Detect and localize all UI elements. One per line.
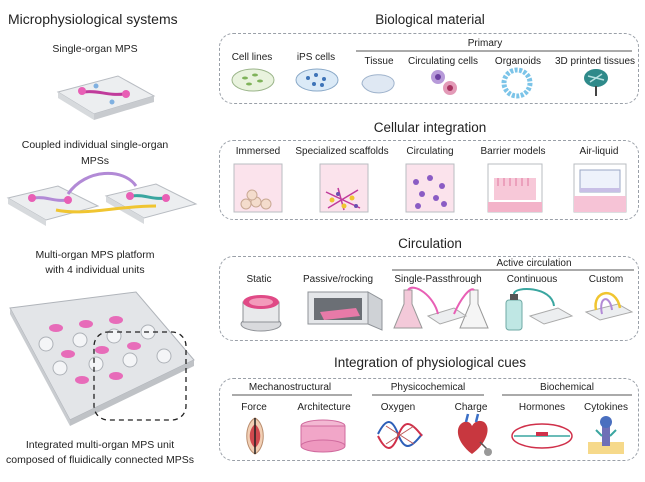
barrier-well-icon — [487, 163, 543, 213]
charge-heart-icon — [457, 413, 492, 456]
integrated-caption-1: Integrated multi-organ MPS unit — [25, 439, 175, 451]
hormones-icon — [511, 423, 573, 449]
left-title: Microphysiological systems — [8, 11, 178, 27]
group-physicochemical: Physicochemical — [390, 382, 466, 393]
bio-item-tissue: Tissue — [364, 56, 394, 67]
bio-item-cell-lines: Cell lines — [231, 52, 273, 63]
group-mechanostructural: Mechanostructural — [248, 382, 332, 393]
cell-item-air-liquid: Air-liquid — [579, 146, 619, 157]
tissue-icon — [361, 74, 395, 94]
cytokines-icon — [588, 416, 624, 454]
cell-item-immersed: Immersed — [235, 146, 281, 157]
cellular-integration-title: Cellular integration — [373, 120, 487, 135]
circulating-cells-icon — [431, 70, 457, 95]
rocking-incubator-icon — [307, 291, 383, 331]
multi-organ-caption-2: with 4 individual units — [45, 264, 145, 276]
cue-item-force: Force — [241, 402, 267, 413]
active-circulation-label: Active circulation — [496, 258, 572, 269]
primary-bracket — [356, 50, 632, 52]
primary-label: Primary — [467, 38, 503, 49]
cell-item-barrier: Barrier models — [480, 146, 546, 157]
ips-cells-dish-icon — [295, 68, 339, 92]
biological-material-title: Biological material — [375, 12, 485, 27]
group-biochemical: Biochemical — [540, 382, 594, 393]
coupled-caption-1: Coupled individual single-organ — [21, 139, 169, 151]
static-plate-icon — [240, 295, 282, 332]
coupled-caption-2: MPSs — [80, 155, 109, 167]
multi-organ-caption-1: Multi-organ MPS platform — [35, 249, 155, 261]
circulation-box — [219, 256, 639, 341]
cue-item-hormones: Hormones — [518, 402, 566, 413]
integrated-caption-2: composed of fluidically connected MPSs — [6, 454, 194, 466]
force-icon — [246, 417, 264, 455]
circ-item-continuous: Continuous — [506, 274, 558, 285]
scaffold-well-icon — [319, 163, 369, 213]
cell-item-circulating: Circulating — [406, 146, 454, 157]
biological-material-box — [219, 33, 639, 104]
cue-item-architecture: Architecture — [297, 402, 351, 413]
coupled-chips-icon — [6, 172, 198, 226]
cue-item-cytokines: Cytokines — [584, 402, 628, 413]
bio-item-ips-cells: iPS cells — [296, 52, 336, 63]
single-passthrough-icon — [393, 286, 489, 329]
air-liquid-well-icon — [573, 163, 627, 213]
active-bracket — [392, 269, 634, 271]
oxygen-vessels-icon — [377, 421, 423, 449]
continuous-circulation-icon — [505, 288, 574, 331]
bio-item-3d-printed: 3D printed tissues — [554, 56, 636, 67]
circ-item-custom: Custom — [588, 274, 624, 285]
circulating-well-icon — [405, 163, 455, 213]
cell-item-scaffolds: Specialized scaffolds — [295, 146, 389, 157]
physiological-cues-box — [219, 378, 639, 461]
cellular-integration-box — [219, 140, 639, 220]
bio-item-organoids: Organoids — [494, 56, 542, 67]
cue-item-charge: Charge — [454, 402, 488, 413]
circulation-title: Circulation — [398, 236, 462, 251]
3d-printed-tissue-icon — [584, 69, 608, 96]
circ-item-single-pass: Single-Passthrough — [394, 274, 482, 285]
organoid-icon — [501, 67, 533, 99]
cue-group-brackets — [232, 394, 632, 396]
custom-circulation-icon — [584, 291, 634, 321]
single-organ-caption: Single-organ MPS — [52, 43, 138, 55]
physiological-cues-title: Integration of physiological cues — [333, 355, 527, 370]
immersed-well-icon — [233, 163, 283, 213]
cue-item-oxygen: Oxygen — [380, 402, 416, 413]
bio-item-circulating-cells: Circulating cells — [407, 56, 479, 67]
single-organ-chip-icon — [56, 75, 156, 120]
circ-item-passive: Passive/rocking — [302, 274, 374, 285]
integrated-platform-icon — [9, 291, 195, 426]
cell-lines-dish-icon — [231, 68, 275, 92]
circ-item-static: Static — [246, 274, 272, 285]
architecture-icon — [300, 419, 346, 453]
